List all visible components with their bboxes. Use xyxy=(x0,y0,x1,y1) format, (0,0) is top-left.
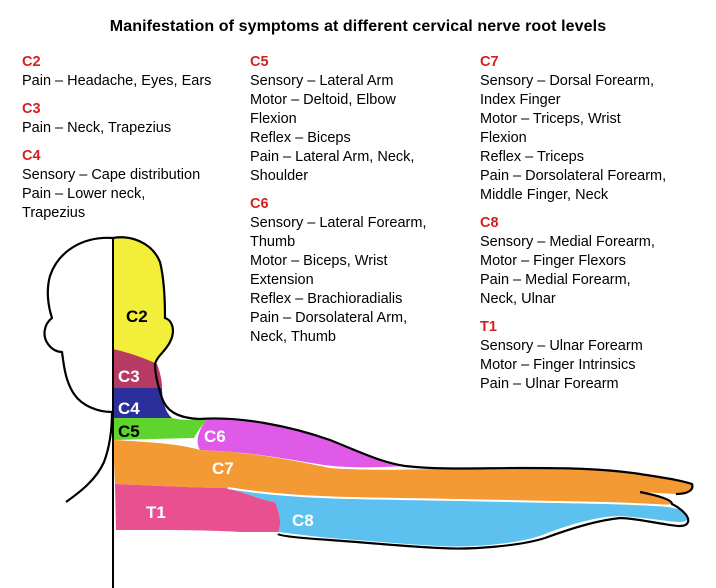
level-block-c7: C7 Sensory – Dorsal Forearm, Index Finge… xyxy=(480,53,716,205)
region-c4 xyxy=(113,388,172,418)
symptom-line: Extension xyxy=(250,272,314,288)
label-c2: C2 xyxy=(126,307,148,326)
region-t1 xyxy=(115,484,281,532)
hand-outline xyxy=(277,490,690,550)
symptom-line: Pain – Medial Forearm, xyxy=(480,272,631,288)
symptom-line: Trapezius xyxy=(22,205,86,221)
level-block-c3: C3 Pain – Neck, Trapezius xyxy=(22,100,252,138)
region-c6 xyxy=(197,417,405,468)
symptom-line: Neck, Ulnar xyxy=(480,291,556,307)
band-divider xyxy=(227,487,673,507)
symptom-line: Motor – Biceps, Wrist xyxy=(250,253,388,269)
symptom-line: Sensory – Cape distribution xyxy=(22,167,201,183)
level-block-c5: C5 Sensory – Lateral Arm Motor – Deltoid… xyxy=(250,53,482,186)
label-c4: C4 xyxy=(118,399,140,418)
column-3: C7 Sensory – Dorsal Forearm, Index Finge… xyxy=(480,53,716,403)
region-c2 xyxy=(113,237,173,364)
level-heading: C5 xyxy=(250,54,269,70)
label-c5: C5 xyxy=(118,422,140,441)
level-heading: C8 xyxy=(480,215,499,231)
symptom-line: Sensory – Lateral Forearm, xyxy=(250,215,427,231)
level-block-c2: C2 Pain – Headache, Eyes, Ears xyxy=(22,53,252,91)
symptom-line: Middle Finger, Neck xyxy=(480,187,609,203)
symptom-line: Sensory – Medial Forearm, xyxy=(480,234,655,250)
region-c3 xyxy=(113,349,162,388)
label-c3: C3 xyxy=(118,367,140,386)
level-heading: T1 xyxy=(480,319,497,335)
label-t1: T1 xyxy=(146,503,166,522)
symptom-line: Shoulder xyxy=(250,168,309,184)
symptom-line: Neck, Thumb xyxy=(250,329,336,345)
symptom-line: Thumb xyxy=(250,234,296,250)
symptom-line: Sensory – Lateral Arm xyxy=(250,73,394,89)
symptom-line: Flexion xyxy=(250,111,297,127)
level-heading: C6 xyxy=(250,196,269,212)
symptom-line: Flexion xyxy=(480,130,527,146)
level-block-c4: C4 Sensory – Cape distribution Pain – Lo… xyxy=(22,147,252,223)
level-block-c6: C6 Sensory – Lateral Forearm, Thumb Moto… xyxy=(250,195,482,347)
symptom-line: Pain – Headache, Eyes, Ears xyxy=(22,73,212,89)
column-2: C5 Sensory – Lateral Arm Motor – Deltoid… xyxy=(250,53,482,356)
region-c7 xyxy=(113,440,693,505)
symptom-line: Pain – Neck, Trapezius xyxy=(22,120,172,136)
column-1: C2 Pain – Headache, Eyes, Ears C3 Pain –… xyxy=(22,53,252,232)
symptom-line: Index Finger xyxy=(480,92,561,108)
symptom-line: Sensory – Dorsal Forearm, xyxy=(480,73,655,89)
head-outline-right xyxy=(112,236,201,421)
body-outline xyxy=(43,236,114,503)
symptom-line: Pain – Lateral Arm, Neck, xyxy=(250,149,415,165)
level-heading: C3 xyxy=(22,101,41,117)
page-title: Manifestation of symptoms at different c… xyxy=(109,18,607,35)
arm-outline xyxy=(199,417,694,496)
symptom-line: Pain – Lower neck, xyxy=(22,186,146,202)
level-block-c8: C8 Sensory – Medial Forearm, Motor – Fin… xyxy=(480,214,716,309)
level-heading: C7 xyxy=(480,54,499,70)
level-block-t1: T1 Sensory – Ulnar Forearm Motor – Finge… xyxy=(480,318,716,394)
symptom-line: Motor – Deltoid, Elbow xyxy=(250,92,396,108)
symptom-line: Motor – Finger Intrinsics xyxy=(480,357,636,373)
symptom-line: Motor – Finger Flexors xyxy=(480,253,626,269)
symptom-line: Pain – Dorsolateral Arm, xyxy=(250,310,408,326)
region-c5 xyxy=(113,418,208,440)
symptom-line: Pain – Dorsolateral Forearm, xyxy=(480,168,667,184)
symptom-line: Reflex – Triceps xyxy=(480,149,584,165)
symptom-line: Reflex – Brachioradialis xyxy=(250,291,403,307)
label-c8: C8 xyxy=(292,511,314,530)
label-c7: C7 xyxy=(212,459,234,478)
symptom-line: Motor – Triceps, Wrist xyxy=(480,111,621,127)
symptom-line: Sensory – Ulnar Forearm xyxy=(480,338,643,354)
symptom-line: Pain – Ulnar Forearm xyxy=(480,376,619,392)
symptom-line: Reflex – Biceps xyxy=(250,130,351,146)
level-heading: C4 xyxy=(22,148,41,164)
label-c6: C6 xyxy=(204,427,226,446)
level-heading: C2 xyxy=(22,54,41,70)
